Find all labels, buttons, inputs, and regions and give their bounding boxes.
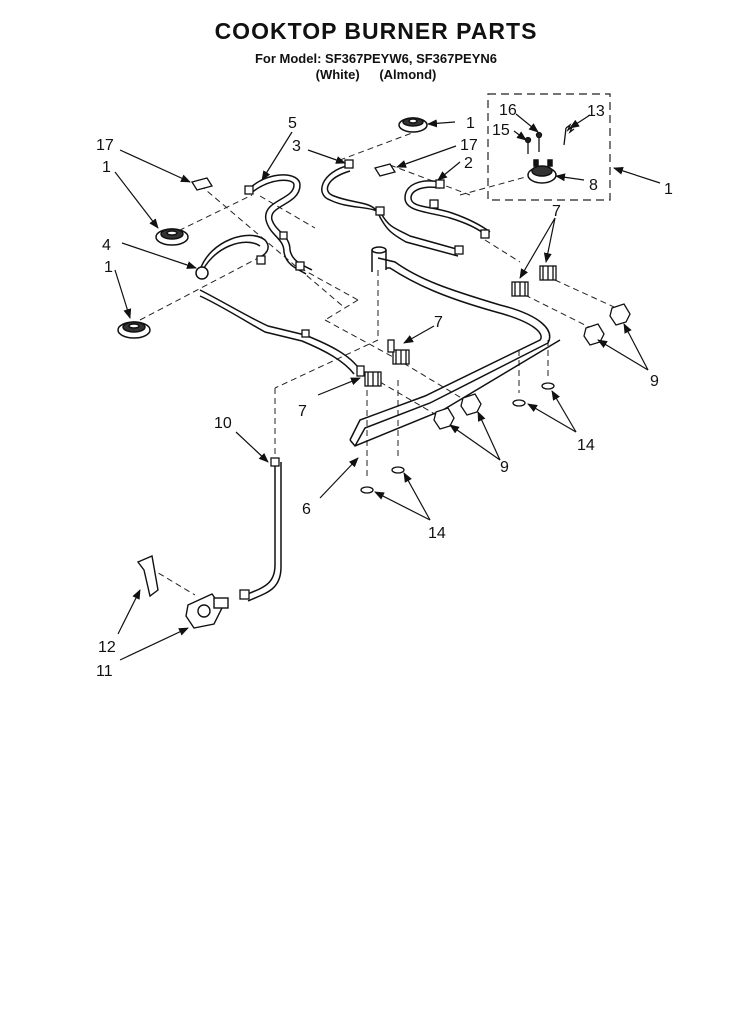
callout-7-center: 7 [434,314,443,331]
callout-14-center: 14 [428,525,446,542]
burner-head-right-front [527,159,557,184]
callout-1-right-rear: 1 [466,115,475,132]
screw-14-d [541,382,555,390]
burner-head-right-rear [398,117,428,133]
orifice-holder-set-9 [433,303,631,430]
valve-7-d [539,265,557,281]
color-line: (White) (Almond) [0,67,752,82]
callout-7-left: 7 [298,403,307,420]
callout-11: 11 [96,663,113,680]
leader-lines [114,113,661,661]
gas-tubing [199,164,561,602]
callout-2: 2 [464,155,473,172]
callout-1-assembly: 1 [664,181,673,198]
burner-head-left-rear [155,228,189,246]
screw-14-b [391,466,405,474]
screw-14-c [512,399,526,407]
callout-9-right: 9 [650,373,659,390]
callout-17-right: 17 [460,137,478,154]
page-title: COOKTOP BURNER PARTS [214,18,538,44]
screw-14-a [360,486,374,494]
dashed-alignment-lines [139,129,626,596]
callout-14-right: 14 [577,437,595,454]
orifice-holder-9-a [460,393,482,416]
valve-7-a [387,339,410,365]
callout-labels: 17 5 1 4 1 3 1 17 2 16 15 13 8 1 7 7 7 9… [96,102,673,680]
callout-4: 4 [102,237,111,254]
callout-1-left-front: 1 [104,259,113,276]
burner-head-left-front [117,321,151,339]
color-white-label: (White) [315,67,360,82]
callout-6: 6 [302,501,311,518]
orifice-holder-9-c [609,303,631,326]
screw-15 [524,136,532,154]
callout-9-center: 9 [500,459,509,476]
color-almond-label: (Almond) [379,67,437,82]
valve-7-c [511,281,529,297]
valve-7-set [356,265,557,387]
bracket-12 [136,555,159,598]
assembly-group-box [487,93,611,201]
valve-7-b [356,365,382,387]
callout-10: 10 [214,415,232,432]
bracket-17-right [373,163,397,177]
callout-7-right: 7 [552,203,561,220]
tube-fittings [239,159,490,600]
callout-1-left-rear: 1 [102,159,111,176]
model-line: For Model: SF367PEYW6, SF367PEYN6 [254,51,498,66]
callout-15: 15 [492,122,510,139]
callout-17-left: 17 [96,137,114,154]
callout-12: 12 [98,639,116,656]
callout-8: 8 [589,177,598,194]
callout-16: 16 [499,102,517,119]
screw-16 [535,131,543,152]
callout-3: 3 [292,138,301,155]
valve-11 [185,593,229,629]
tube-tee-4 [195,266,209,280]
callout-13: 13 [587,103,605,120]
bracket-17-left [190,177,214,191]
spring-13 [563,123,575,146]
callout-5: 5 [288,115,297,132]
screw-set-14 [360,382,555,494]
